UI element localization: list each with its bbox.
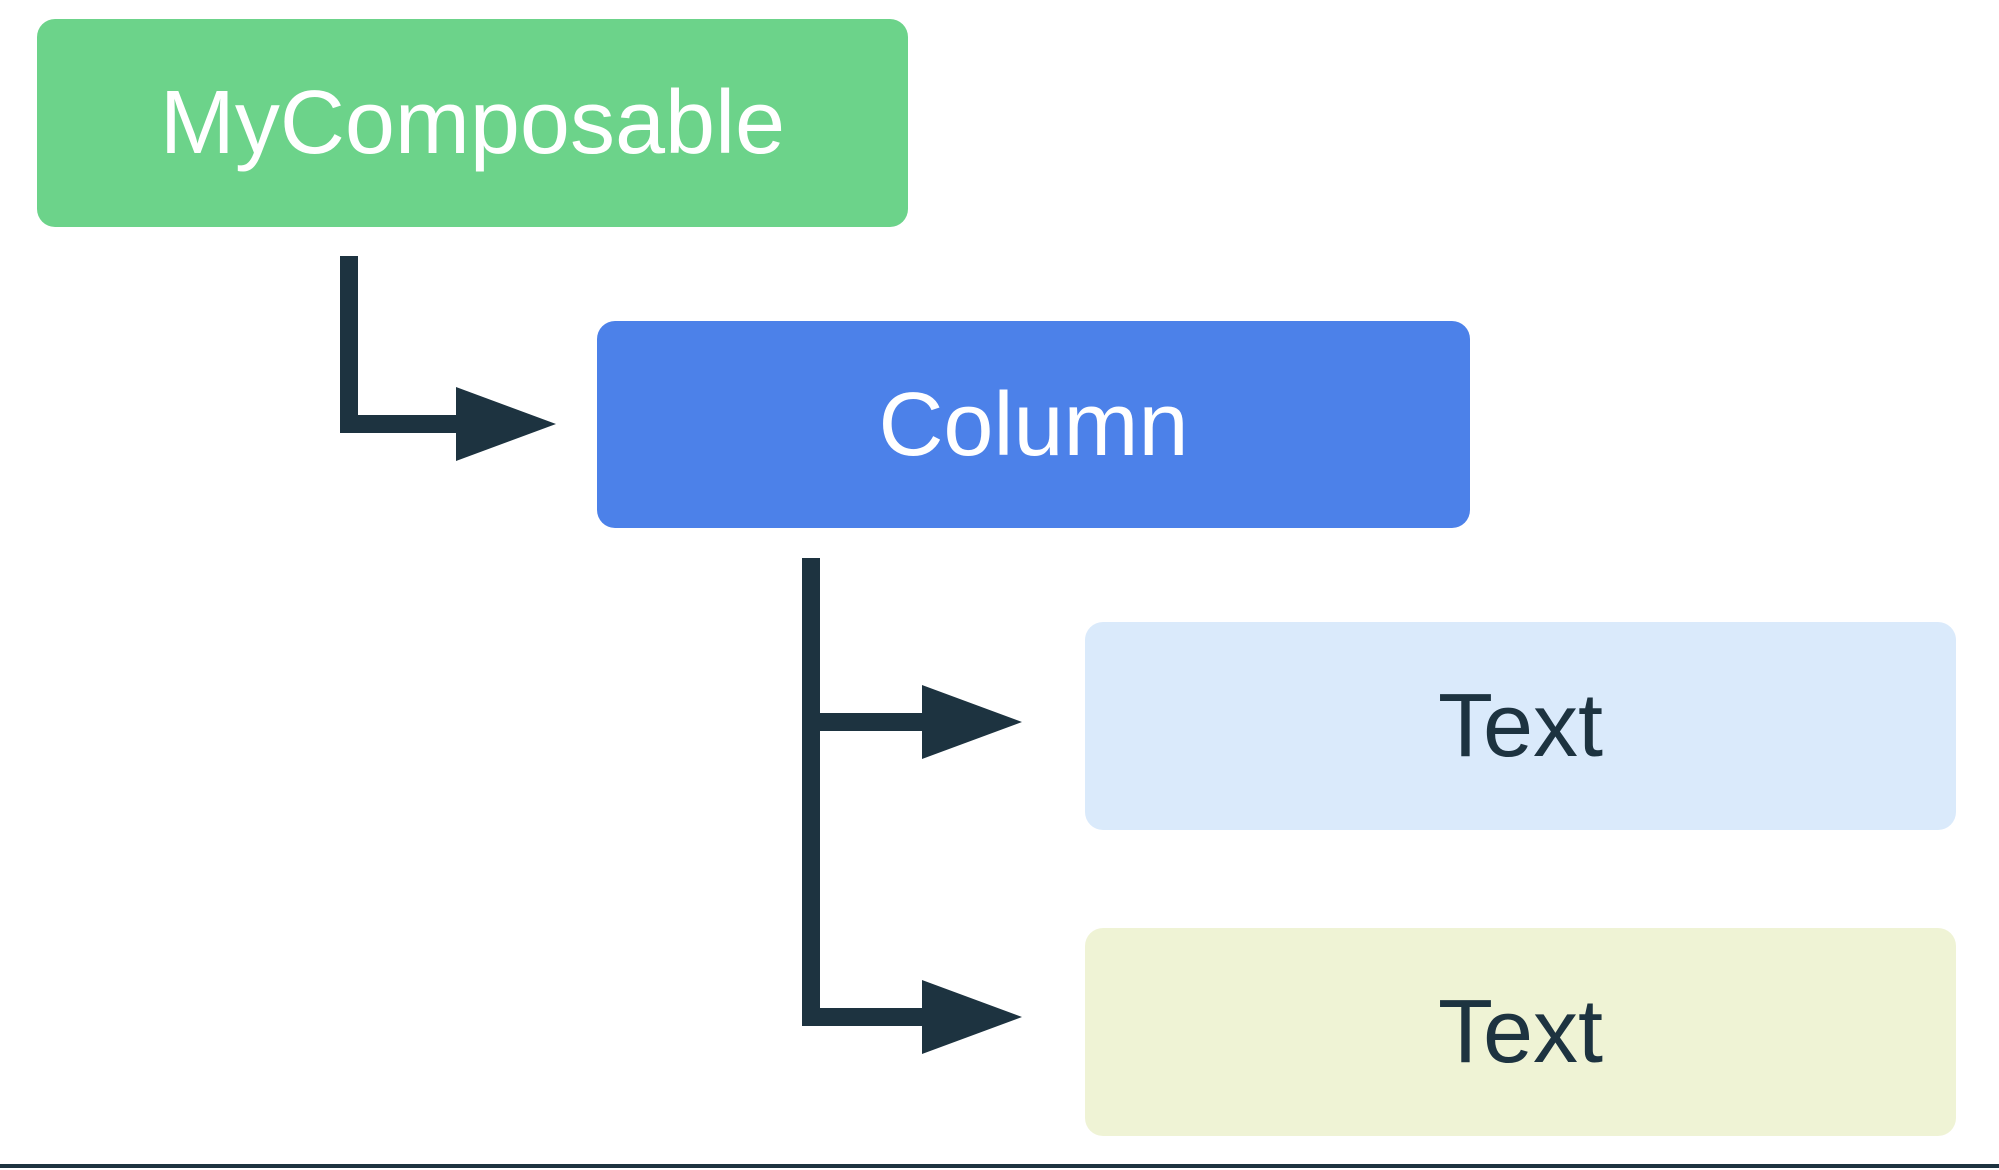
node-mycomposable-label: MyComposable — [159, 73, 786, 173]
edge-text-1-horizontal-segment — [802, 713, 922, 731]
node-mycomposable: MyComposable — [37, 19, 908, 227]
edge-mycomposable-horizontal-segment — [340, 415, 456, 433]
node-text-1: Text — [1085, 622, 1956, 830]
edge-column-trunk-segment — [802, 558, 820, 1026]
arrowhead-icon — [456, 387, 556, 461]
arrowhead-icon — [922, 980, 1022, 1054]
arrowhead-icon — [922, 685, 1022, 759]
node-text-2: Text — [1085, 928, 1956, 1136]
edge-mycomposable-vertical-segment — [340, 256, 358, 433]
node-column: Column — [597, 321, 1470, 528]
bottom-divider — [0, 1164, 1999, 1168]
node-text-1-label: Text — [1437, 676, 1604, 776]
node-column-label: Column — [878, 374, 1189, 475]
edge-text-2-horizontal-segment — [802, 1008, 922, 1026]
node-text-2-label: Text — [1437, 982, 1604, 1082]
